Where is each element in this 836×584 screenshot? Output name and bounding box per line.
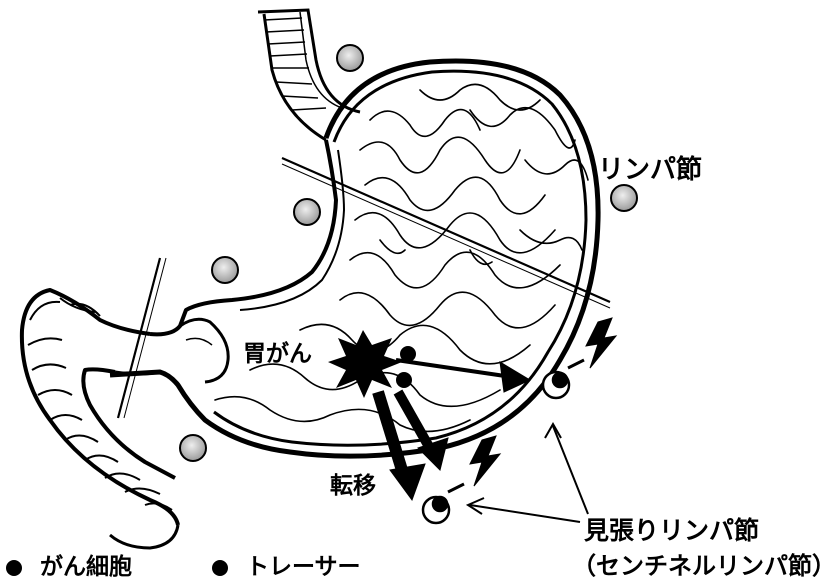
- duodenum: [22, 290, 178, 548]
- legend-cancer-cell-label: がん細胞: [40, 556, 132, 579]
- legend-tracer: トレーサー: [212, 556, 361, 579]
- lymph-node: [337, 45, 363, 71]
- metastasis-label: 転移: [330, 475, 376, 498]
- legend-cancer-cell: がん細胞: [6, 556, 132, 579]
- stomach-outline: [110, 61, 598, 456]
- legend-dot-icon: [6, 560, 22, 576]
- lymph-node: [180, 435, 206, 461]
- legend-tracer-label: トレーサー: [246, 556, 361, 579]
- gastric-cancer-label: 胃がん: [243, 343, 312, 366]
- signal-lightning-icons: [448, 318, 616, 492]
- sentinel-subtitle-label: （センチネルリンパ節）: [572, 554, 836, 578]
- lymph-node: [212, 257, 238, 283]
- legend-dot-icon: [212, 560, 228, 576]
- lymph-node: [294, 199, 320, 225]
- sentinel-title-label: 見張りリンパ節: [584, 518, 759, 543]
- lymph-node-label: リンパ節: [598, 157, 702, 183]
- lymph-node: [611, 185, 637, 211]
- pyloric-canal: [115, 319, 228, 382]
